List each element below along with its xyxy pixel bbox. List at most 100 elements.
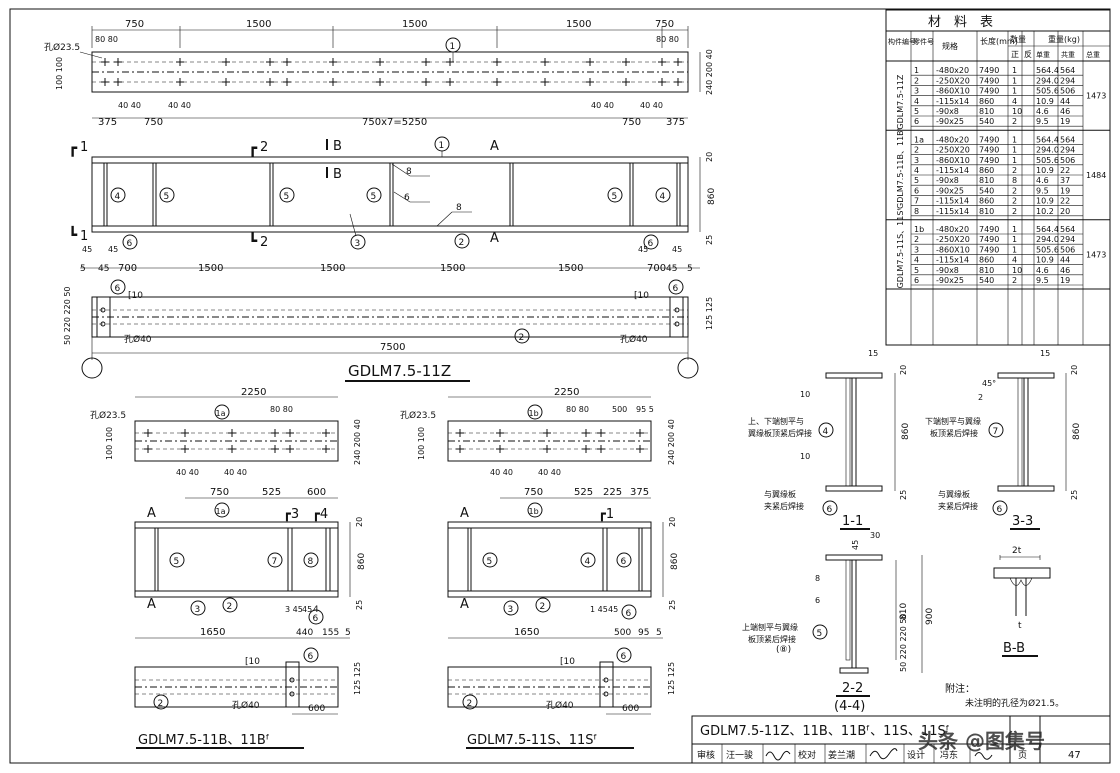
table-cell: -115x14 [936, 197, 969, 206]
dim-text: 125 125 [353, 662, 362, 695]
section-title: (4-4) [834, 699, 865, 714]
channel-label: [10 [560, 657, 575, 667]
sheet-border [9, 8, 1111, 764]
table-cell: 4.6 [1036, 107, 1049, 116]
table-cell: 1a [914, 135, 924, 144]
table-cell: 7490 [979, 87, 999, 96]
table-cell: 4 [1012, 256, 1017, 265]
table-cell: 7490 [979, 135, 999, 144]
balloon: 6 [127, 239, 133, 249]
table-cell: -115x14 [936, 256, 969, 265]
dim-text: 95 5 [636, 405, 654, 414]
dim-text: 500 [612, 405, 627, 414]
table-cell: 7490 [979, 245, 999, 254]
dim-text: 20 [899, 365, 908, 375]
annotation: 板顶紧后焊接 [930, 428, 978, 438]
table-cell: 10.9 [1036, 256, 1054, 265]
balloon: 5 [487, 557, 493, 567]
table-cell: 1 [1012, 135, 1017, 144]
dim-text: 100 100 [417, 427, 426, 460]
table-cell: 4 [914, 166, 919, 175]
dim-text: 750 [210, 487, 229, 498]
table-total: 1473 [1086, 250, 1106, 259]
table-cell: -90x25 [936, 276, 964, 285]
dim-text: 45° [982, 379, 996, 388]
balloon: 4 [660, 192, 666, 202]
balloon: 6 [648, 239, 654, 249]
dim-text: 40 40 [591, 101, 614, 110]
table-cell: 5 [914, 176, 919, 185]
hole-label: 孔Ø40 [232, 700, 260, 711]
channel-label: [10 [128, 291, 143, 301]
dim-text: 20 [705, 152, 714, 162]
table-cell: 564 [1060, 66, 1075, 75]
drawing-title: GDLM7.5-11Z [348, 362, 451, 380]
dim-text: 240 200 40 [667, 419, 676, 465]
dim-text: 95 [638, 628, 649, 638]
balloon: 2 [227, 602, 233, 612]
balloon: 2 [158, 699, 164, 709]
table-cell: 860 [979, 197, 994, 206]
stiffener [676, 162, 681, 227]
plan-view-11z-top-flange: 750 1500 1500 1500 750 80 80 80 80 孔Ø23.… [44, 19, 714, 128]
title-block-value: 汪一骏 [726, 749, 753, 761]
table-cell: 4 [1012, 97, 1017, 106]
table-cell: 1 [1012, 76, 1017, 85]
dim-text: 5 [687, 264, 693, 274]
signature [974, 752, 993, 760]
annotation: 上端刨平与翼缘 [742, 622, 798, 632]
dim-text: t [1018, 621, 1022, 631]
table-cell: 46 [1060, 107, 1070, 116]
dim-text: 45 [98, 264, 109, 274]
title-block-label: 设计 [907, 749, 925, 761]
dim-text: 6 [815, 596, 820, 605]
table-cell: -480x20 [936, 66, 969, 75]
section-1-1: 15 10 10 4 上、下端刨平与 翼缘板顶紧后焊接 与翼缘板 夹紧后焊接 6… [748, 349, 911, 530]
table-cell: 5 [914, 107, 919, 116]
dim-text: 860 [901, 423, 911, 440]
section-3-3: 15 45° 2 7 下端刨平与翼缘 板顶紧后焊接 与翼缘板 夹紧后焊接 6 2… [925, 349, 1082, 530]
dim-text: 45 [851, 540, 860, 550]
annotation: 与翼缘板 [938, 489, 970, 499]
dim-text: 80 80 [95, 35, 118, 44]
balloon: 5 [164, 192, 170, 202]
table-cell: 4.6 [1036, 266, 1049, 275]
table-cell: 2 [914, 76, 919, 85]
table-cell: 8 [914, 207, 919, 216]
hole-label: 孔Ø23.5 [44, 42, 80, 53]
plan-view-11b-top: 2250 80 80 孔Ø23.5 1a 100 100 240 200 40 … [90, 387, 362, 499]
table-cell: 2 [1012, 276, 1017, 285]
table-cell: 1 [914, 66, 919, 75]
table-cell: 19 [1060, 186, 1070, 195]
dim-text: 750 [125, 19, 144, 30]
dim-text: 900 [925, 608, 935, 625]
dim-text: 375 [666, 117, 685, 128]
stiffener [389, 162, 394, 227]
table-cell: 5 [914, 266, 919, 275]
balloon: 1b [529, 409, 539, 418]
table-cell: 9.5 [1036, 117, 1049, 126]
balloon: 6 [621, 652, 627, 662]
dim-text: 750 [144, 117, 163, 128]
table-cell: -90x8 [936, 176, 959, 185]
table-cell: 1 [1012, 66, 1017, 75]
table-cell: 10.2 [1036, 207, 1054, 216]
material-table: 材 料 表构件编号零件号规格长度(mm)数量正反重量(kg)单重共重总重1-48… [885, 9, 1111, 346]
dim-text: 45 [666, 264, 677, 274]
title-block-label: 校对 [798, 749, 816, 761]
dim-text: 80 80 [656, 35, 679, 44]
dim-text: 40 40 [118, 101, 141, 110]
section-mark: A [490, 139, 499, 154]
table-cell: -115x14 [936, 207, 969, 216]
table-cell: 506 [1060, 245, 1075, 254]
table-cell: 4 [914, 256, 919, 265]
balloon: 5 [817, 629, 823, 639]
hole-label: 孔Ø40 [620, 334, 648, 345]
section-2-2: 30 45 8 6 5 上端刨平与翼缘 板顶紧后焊接 (⑧) 810 900 5… [742, 531, 935, 714]
table-cell: 10 [1012, 107, 1022, 116]
table-cell: 10.9 [1036, 97, 1054, 106]
table-cell: 1b [914, 225, 924, 234]
table-cell: 540 [979, 117, 994, 126]
table-cell: 294 [1060, 235, 1075, 244]
balloon: 3 [355, 239, 361, 249]
